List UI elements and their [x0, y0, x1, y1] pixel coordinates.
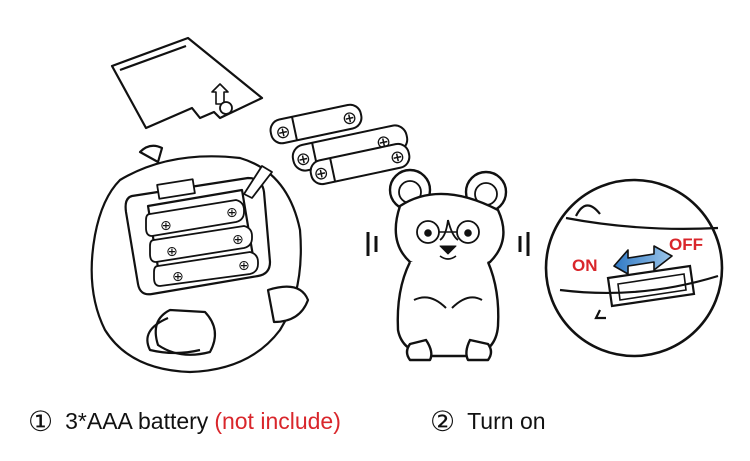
svg-text:⊕: ⊕ — [294, 148, 313, 171]
svg-text:⊕: ⊕ — [340, 107, 359, 130]
hamster-icon — [366, 168, 530, 362]
svg-text:⊕: ⊕ — [226, 204, 238, 220]
switch-direction-arrow — [613, 245, 673, 275]
up-arrow-icon — [211, 83, 233, 115]
svg-text:⊕: ⊕ — [166, 243, 178, 259]
battery-cover-icon — [110, 36, 264, 130]
svg-text:⊕: ⊕ — [312, 162, 331, 185]
step-2: ② Turn on — [430, 398, 546, 444]
step-2-text: Turn on — [467, 407, 546, 434]
toy-back-icon: ⊕ ⊕ ⊕ ⊕ ⊕ ⊕ — [90, 144, 310, 374]
power-switch-icon: ON OFF — [544, 178, 724, 358]
svg-text:⊕: ⊕ — [273, 121, 292, 144]
svg-text:⊕: ⊕ — [172, 268, 184, 284]
switch-off-label: OFF — [669, 235, 703, 254]
step-1-text: 3*AAA battery — [65, 407, 209, 434]
aaa-battery-icon: ⊕ ⊕ ⊕ ⊕ ⊕ ⊕ — [269, 103, 411, 186]
step-2-number: ② — [430, 404, 456, 438]
svg-text:⊕: ⊕ — [232, 231, 244, 247]
svg-text:⊕: ⊕ — [238, 257, 250, 273]
svg-text:⊕: ⊕ — [388, 146, 407, 169]
switch-on-label: ON — [572, 256, 598, 275]
svg-text:⊕: ⊕ — [160, 217, 172, 233]
step-1: ① 3*AAA battery (not include) — [28, 398, 341, 444]
step-1-number: ① — [28, 404, 54, 438]
step-1-note: (not include) — [214, 407, 341, 434]
